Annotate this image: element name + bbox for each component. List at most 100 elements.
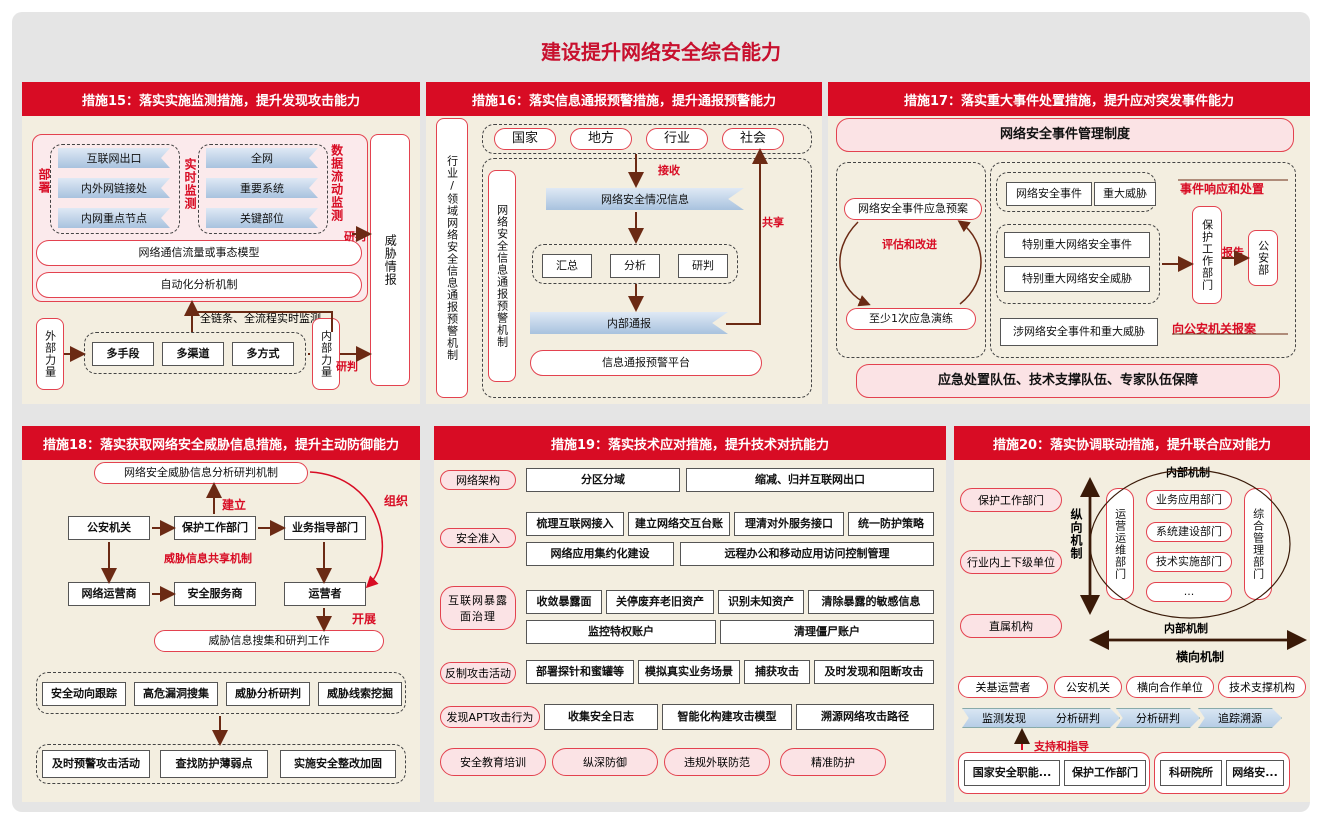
row-label-apt: 发现APT攻击行为 — [440, 706, 540, 728]
org-label: 组织 — [384, 494, 409, 508]
bottom-left-1: 国家安全职能... — [964, 760, 1060, 786]
mid-item-3: 技术实施部门 — [1146, 552, 1232, 572]
event-box: 网络安全事件 — [1006, 182, 1092, 206]
protect-dept-box: 保护工作部门 — [1192, 206, 1222, 304]
bottom-item-2: 纵深防御 — [552, 748, 658, 776]
left-item-1: 保护工作部门 — [960, 488, 1062, 512]
expo-item-2: 关停废弃老旧资产 — [606, 590, 714, 614]
collect-box: 威胁信息搜集和研判工作 — [154, 630, 384, 652]
apt-item-3: 溯源网络攻击路径 — [796, 704, 934, 730]
counter-item-3: 捕获攻击 — [744, 660, 810, 684]
special-event-box: 特别重大网络安全事件 — [1004, 232, 1150, 258]
node-isp: 网络运营商 — [68, 582, 150, 606]
plan-group — [836, 162, 986, 358]
expo-item-5: 监控特权账户 — [526, 620, 716, 644]
node-police: 公安机关 — [68, 516, 150, 540]
node-vendor: 安全服务商 — [174, 582, 256, 606]
apt-item-1: 收集安全日志 — [544, 704, 658, 730]
row1-item-3: 威胁分析研判 — [226, 682, 310, 706]
counter-item-4: 及时发现和阻断攻击 — [814, 660, 934, 684]
chain-label: 全链条、全流程实时监测 — [200, 312, 321, 325]
event-inner-2 — [996, 224, 1160, 304]
panel-measure-19: 措施19：落实技术应对措施，提升技术对抗能力 网络架构 分区分域 缩减、归并互联… — [434, 426, 946, 802]
auto-analysis-box: 自动化分析机制 — [36, 272, 362, 298]
realtime-label: 实时监测 — [183, 158, 197, 210]
multi-item-1: 多手段 — [92, 342, 154, 366]
panel-15-header: 措施15：落实实施监测措施，提升发现攻击能力 — [22, 82, 420, 116]
node-operator: 运营者 — [284, 582, 366, 606]
realtime-group — [198, 144, 328, 234]
node-protect-dept: 保护工作部门 — [174, 516, 256, 540]
counter-item-2: 模拟真实业务场景 — [638, 660, 740, 684]
row2-item-3: 实施安全整改加固 — [280, 750, 396, 778]
access-item-5: 网络应用集约化建设 — [526, 542, 674, 566]
internal-force-box: 内部力量 — [312, 318, 340, 390]
row2-item-2: 查找防护薄弱点 — [160, 750, 268, 778]
deploy-item-3: 内网重点节点 — [58, 208, 170, 228]
expo-item-1: 收敛暴露面 — [526, 590, 602, 614]
mid-item-4: ... — [1146, 582, 1232, 602]
expo-item-4: 清除暴露的敏感信息 — [808, 590, 934, 614]
multi-item-3: 多方式 — [232, 342, 294, 366]
row1-item-2: 高危漏洞搜集 — [134, 682, 218, 706]
bottom-item-4: 精准防护 — [780, 748, 886, 776]
left-item-3: 直属机构 — [960, 614, 1062, 638]
mgmt-dept-box: 综合管理部门 — [1244, 488, 1272, 600]
deploy-item-1: 互联网出口 — [58, 148, 170, 168]
pill-3: 横向合作单位 — [1126, 676, 1214, 698]
judge-label-2: 研判 — [336, 360, 358, 373]
access-item-6: 远程办公和移动应用访问控制管理 — [680, 542, 934, 566]
internal-mech-top: 内部机制 — [1166, 466, 1210, 479]
mid-item-2: 系统建设部门 — [1146, 522, 1232, 542]
apt-item-2: 智能化构建攻击模型 — [662, 704, 792, 730]
pill-1: 关基运营者 — [958, 676, 1048, 698]
panel-19-header: 措施19：落实技术应对措施，提升技术对抗能力 — [434, 426, 946, 460]
left-item-2: 行业内上下级单位 — [960, 550, 1062, 574]
page-title: 建设提升网络安全综合能力 — [541, 40, 781, 64]
access-item-2: 建立网络交互台账 — [628, 512, 730, 536]
pill-2: 公安机关 — [1054, 676, 1122, 698]
case-label: 向公安机关报案 — [1172, 322, 1257, 336]
special-threat-box: 特别重大网络安全威胁 — [1004, 266, 1150, 292]
respond-label: 事件响应和处置 — [1180, 182, 1265, 196]
row1-group — [36, 672, 406, 714]
exposure-label-text: 互联网暴露面治理 — [448, 594, 508, 623]
analysis-mech-box: 网络安全威胁信息分析研判机制 — [94, 462, 308, 484]
access-item-4: 统一防护策略 — [848, 512, 934, 536]
external-force-box: 外部力量 — [36, 318, 64, 390]
panel-measure-20: 措施20：落实协调联动措施，提升联合应对能力 保护工作部门 行业内上下级单位 直… — [954, 426, 1310, 802]
mgmt-system-box: 网络安全事件管理制度 — [836, 118, 1294, 152]
arch-item-2: 缩减、归并互联网出口 — [686, 468, 934, 492]
ops-dept-box: 运营运维部门 — [1106, 488, 1134, 600]
panel-measure-15: 措施15：落实实施监测措施，提升发现攻击能力 部署 互联网出口 内外网链接处 内… — [22, 82, 420, 404]
panel-20-header: 措施20：落实协调联动措施，提升联合应对能力 — [954, 426, 1310, 460]
mid-item-1: 业务应用部门 — [1146, 490, 1232, 510]
row1-item-4: 威胁线索挖掘 — [318, 682, 402, 706]
multi-item-2: 多渠道 — [162, 342, 224, 366]
source-local: 地方 — [570, 128, 632, 150]
team-box: 应急处置队伍、技术支撑队伍、专家队伍保障 — [856, 364, 1280, 398]
row1-item-1: 安全动向跟踪 — [42, 682, 126, 706]
op-summary: 汇总 — [542, 254, 592, 278]
watch-item-3: 关键部位 — [206, 208, 318, 228]
watch-item-1: 全网 — [206, 148, 318, 168]
vertical-mech-label: 纵向机制 — [1069, 508, 1083, 560]
panel-18-header: 措施18：落实获取网络安全威胁信息措施，提升主动防御能力 — [22, 426, 420, 460]
emergency-plan-box: 网络安全事件应急预案 — [844, 198, 982, 220]
deploy-group — [50, 144, 180, 234]
dataflow-label: 数据流动监测 — [329, 144, 344, 222]
event-group — [990, 162, 1296, 358]
panel-16-header: 措施16：落实信息通报预警措施，提升通报预警能力 — [426, 82, 822, 116]
drill-box: 至少1次应急演练 — [846, 308, 976, 330]
row-label-arch: 网络架构 — [440, 470, 516, 490]
panel-17-header: 措施17：落实重大事件处置措施，提升应对突发事件能力 — [828, 82, 1310, 116]
counter-item-1: 部署探针和蜜罐等 — [526, 660, 634, 684]
bottom-right-1: 科研院所 — [1160, 760, 1222, 786]
threat-intel-box: 威胁情报 — [370, 134, 410, 386]
threat-box: 重大威胁 — [1094, 182, 1156, 206]
row-label-exposure: 互联网暴露面治理 — [440, 586, 516, 630]
notify-mechanism-box: 网络安全信息通报预警机制 — [488, 170, 516, 382]
involve-box: 涉网络安全事件和重大威胁 — [1000, 318, 1158, 346]
build-label: 建立 — [222, 498, 247, 512]
share-label: 共享 — [762, 216, 784, 229]
